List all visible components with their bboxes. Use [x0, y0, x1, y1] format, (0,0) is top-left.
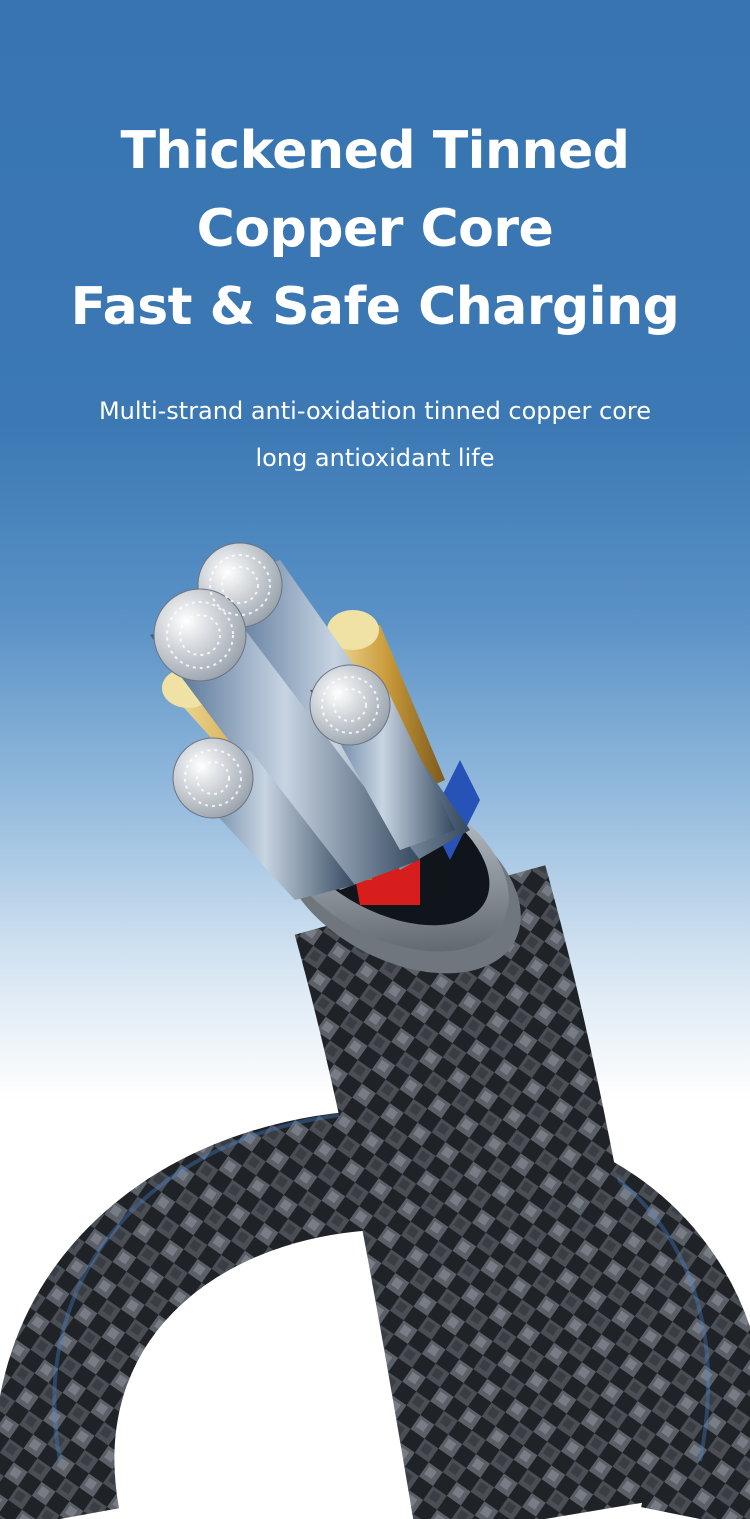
braided-cable-cross-section-icon [0, 542, 750, 1519]
subheadline-line-2: long antioxidant life [255, 444, 495, 472]
headline-line-2: Copper Core [196, 199, 554, 259]
headline-line-1: Thickened Tinned [120, 121, 630, 181]
subheadline: Multi-strand anti-oxidation tinned coppe… [0, 388, 750, 482]
subheadline-line-1: Multi-strand anti-oxidation tinned coppe… [98, 397, 652, 425]
headline: Thickened Tinned Copper Core Fast & Safe… [0, 112, 750, 346]
headline-line-3: Fast & Safe Charging [70, 277, 680, 337]
